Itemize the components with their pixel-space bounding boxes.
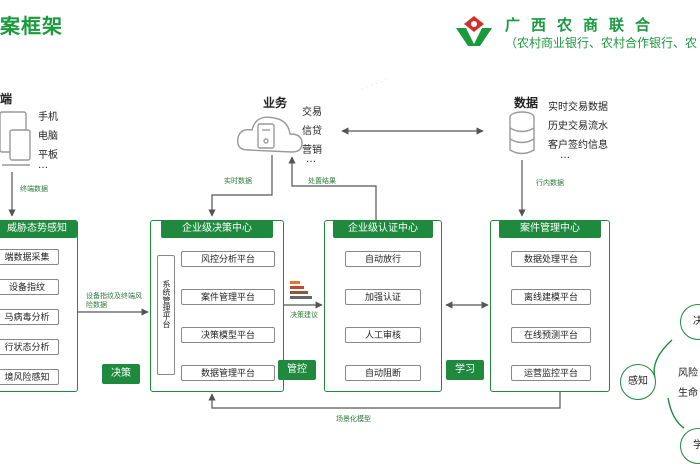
decision-item: 数据管理平台 <box>181 365 275 381</box>
control-badge: 管控 <box>278 360 316 380</box>
data-edge-label: 行内数据 <box>536 179 564 187</box>
auth-center-box: 企业级认证中心 自动放行 加强认证 人工审核 自动阻断 <box>324 220 442 392</box>
threat-item: 境风险感知 <box>0 369 59 385</box>
business-heading: 业务 <box>263 96 288 110</box>
data-item: … <box>560 150 570 161</box>
auth-item: 自动阻断 <box>345 365 421 381</box>
business-item: 交易 <box>302 107 322 118</box>
decision-badge: 决策 <box>102 364 140 384</box>
cycle-note: 生命 <box>678 388 698 399</box>
data-item: 实时交易数据 <box>548 102 608 113</box>
decision-suggest-label: 决策建议 <box>290 311 318 319</box>
handle-result-label: 处置结果 <box>308 177 336 185</box>
page-title: 案框架 <box>0 14 63 38</box>
database-icon <box>509 111 535 155</box>
business-item: 营销 <box>302 145 322 156</box>
terminal-edge-label: 终端数据 <box>20 185 48 193</box>
auth-item: 加强认证 <box>345 289 421 305</box>
auth-item: 人工审核 <box>345 327 421 343</box>
terminal-item: 电脑 <box>38 131 58 142</box>
threat-box-title: 威胁态势感知 <box>0 220 77 238</box>
threat-item: 设备指纹 <box>0 279 59 295</box>
auth-item: 自动放行 <box>345 251 421 267</box>
bank-name: 广西农商联合 <box>505 16 662 34</box>
scenario-model-label: 场景化模型 <box>336 415 371 423</box>
decision-center-box: 企业级决策中心 系统管理平台 风控分析平台 案件管理平台 决策模型平台 数据管理… <box>150 220 284 392</box>
threat-awareness-box: 威胁态势感知 端数据采集 设备指纹 马病毒分析 行状态分析 境风险感知 <box>0 220 78 392</box>
decision-item: 决策模型平台 <box>181 327 275 343</box>
device-icon <box>0 111 31 166</box>
cycle-note: 风险 <box>678 368 698 379</box>
case-item: 在线预测平台 <box>511 327 591 343</box>
case-item: 离线建模平台 <box>511 289 591 305</box>
device-risk-label: 设备指纹及终端风险数据 <box>86 292 142 309</box>
decision-item: 案件管理平台 <box>181 289 275 305</box>
terminal-heading: 端 <box>0 92 13 106</box>
cloud-icon <box>237 116 303 153</box>
case-box-title: 案件管理中心 <box>499 220 601 238</box>
threat-item: 行状态分析 <box>0 339 59 355</box>
business-item: 信贷 <box>302 126 322 137</box>
decision-box-title: 企业级决策中心 <box>161 220 273 238</box>
case-center-box: 案件管理中心 数据处理平台 离线建模平台 在线预测平台 运营监控平台 <box>490 220 610 392</box>
learning-badge: 学习 <box>446 360 484 380</box>
system-management-label: 系统管理平台 <box>162 280 171 328</box>
bank-subtitle: （农村商业银行、农村合作银行、农 <box>505 36 698 50</box>
terminal-item: … <box>38 160 48 171</box>
bank-logo-icon <box>452 14 496 48</box>
business-item: … <box>306 154 316 165</box>
threat-item: 端数据采集 <box>0 249 59 265</box>
auth-box-title: 企业级认证中心 <box>333 220 433 238</box>
data-item: 历史交易流水 <box>548 121 608 132</box>
decision-item: 风控分析平台 <box>181 251 275 267</box>
layer-stack-icon <box>290 281 312 299</box>
data-heading: 数据 <box>514 96 539 110</box>
case-item: 数据处理平台 <box>511 251 591 267</box>
system-management-column: 系统管理平台 <box>157 255 175 375</box>
case-item: 运营监控平台 <box>511 365 591 381</box>
terminal-item: 平板 <box>38 150 58 161</box>
realtime-data-label: 实时数据 <box>224 177 252 185</box>
perceive-circle: 感知 <box>620 364 656 400</box>
threat-item: 马病毒分析 <box>0 309 59 325</box>
terminal-item: 手机 <box>38 112 58 123</box>
data-item: 客户签约信息 <box>548 140 608 151</box>
